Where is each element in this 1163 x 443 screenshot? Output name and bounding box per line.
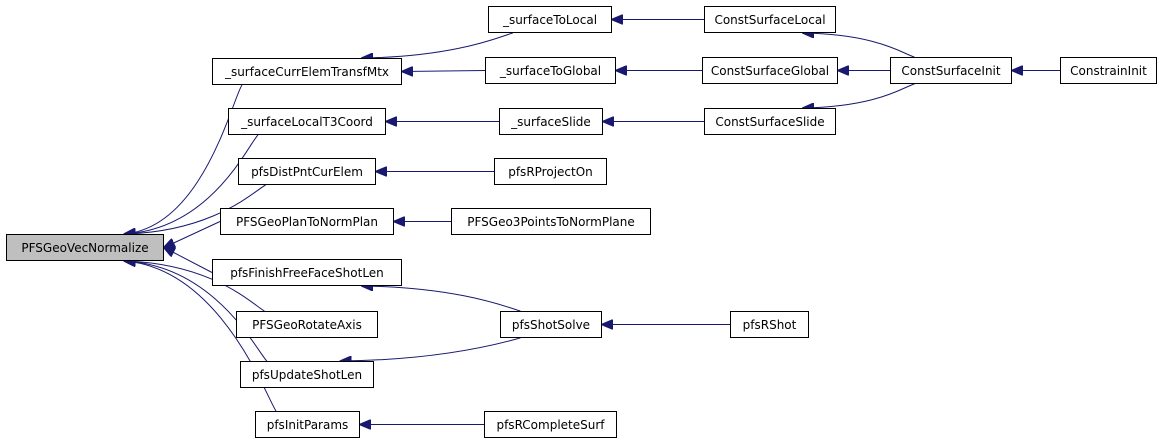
call-edge: [362, 32, 513, 58]
call-edge: [164, 248, 213, 273]
call-edge: [402, 71, 486, 72]
call-edge: [164, 221, 221, 248]
node-const-surface-global[interactable]: ConstSurfaceGlobal: [702, 57, 838, 84]
node-pfs-geo3-points-to-norm-plane[interactable]: PFSGeo3PointsToNormPlane: [451, 208, 651, 235]
call-edge: [125, 261, 277, 412]
node-pfs-finish-free-face-shot-len[interactable]: pfsFinishFreeFaceShotLen: [212, 259, 402, 286]
node-surface-to-local[interactable]: _surfaceToLocal: [488, 6, 612, 33]
node-pfs-r-project-on[interactable]: pfsRProjectOn: [494, 158, 607, 185]
node-pfs-dist-pnt-cur-elem[interactable]: pfsDistPntCurElem: [238, 158, 376, 185]
node-const-surface-local[interactable]: ConstSurfaceLocal: [704, 6, 836, 33]
node-const-surface-init[interactable]: ConstSurfaceInit: [890, 57, 1012, 84]
node-pfs-geo-plan-to-norm-plan[interactable]: PFSGeoPlanToNormPlan: [220, 208, 394, 235]
node-surface-local-t3-coord[interactable]: _surfaceLocalT3Coord: [228, 108, 386, 135]
node-pfs-update-shot-len[interactable]: pfsUpdateShotLen: [240, 361, 374, 388]
node-pfs-r-shot[interactable]: pfsRShot: [730, 311, 809, 338]
call-edge: [125, 134, 259, 234]
call-edge: [341, 337, 521, 361]
node-const-surface-slide[interactable]: ConstSurfaceSlide: [704, 108, 836, 135]
call-edge: [125, 261, 268, 362]
node-surface-slide[interactable]: _surfaceSlide: [499, 108, 603, 135]
call-edge: [125, 84, 243, 234]
node-surface-to-global[interactable]: _surfaceToGlobal: [485, 57, 616, 84]
call-edge: [803, 83, 915, 108]
node-pfsgeovecnormalize: PFSGeoVecNormalize: [6, 234, 164, 261]
node-constrain-init[interactable]: ConstrainInit: [1060, 57, 1157, 84]
call-edge: [362, 286, 521, 312]
call-edge: [803, 33, 915, 58]
node-pfs-geo-rotate-axis[interactable]: PFSGeoRotateAxis: [236, 311, 378, 338]
node-pfs-r-complete-surf[interactable]: pfsRCompleteSurf: [484, 411, 617, 438]
node-pfs-shot-solve[interactable]: pfsShotSolve: [500, 311, 602, 338]
node-surface-curr-elem-transf-mtx[interactable]: _surfaceCurrElemTransfMtx: [212, 58, 402, 85]
node-pfs-init-params[interactable]: pfsInitParams: [255, 411, 360, 438]
